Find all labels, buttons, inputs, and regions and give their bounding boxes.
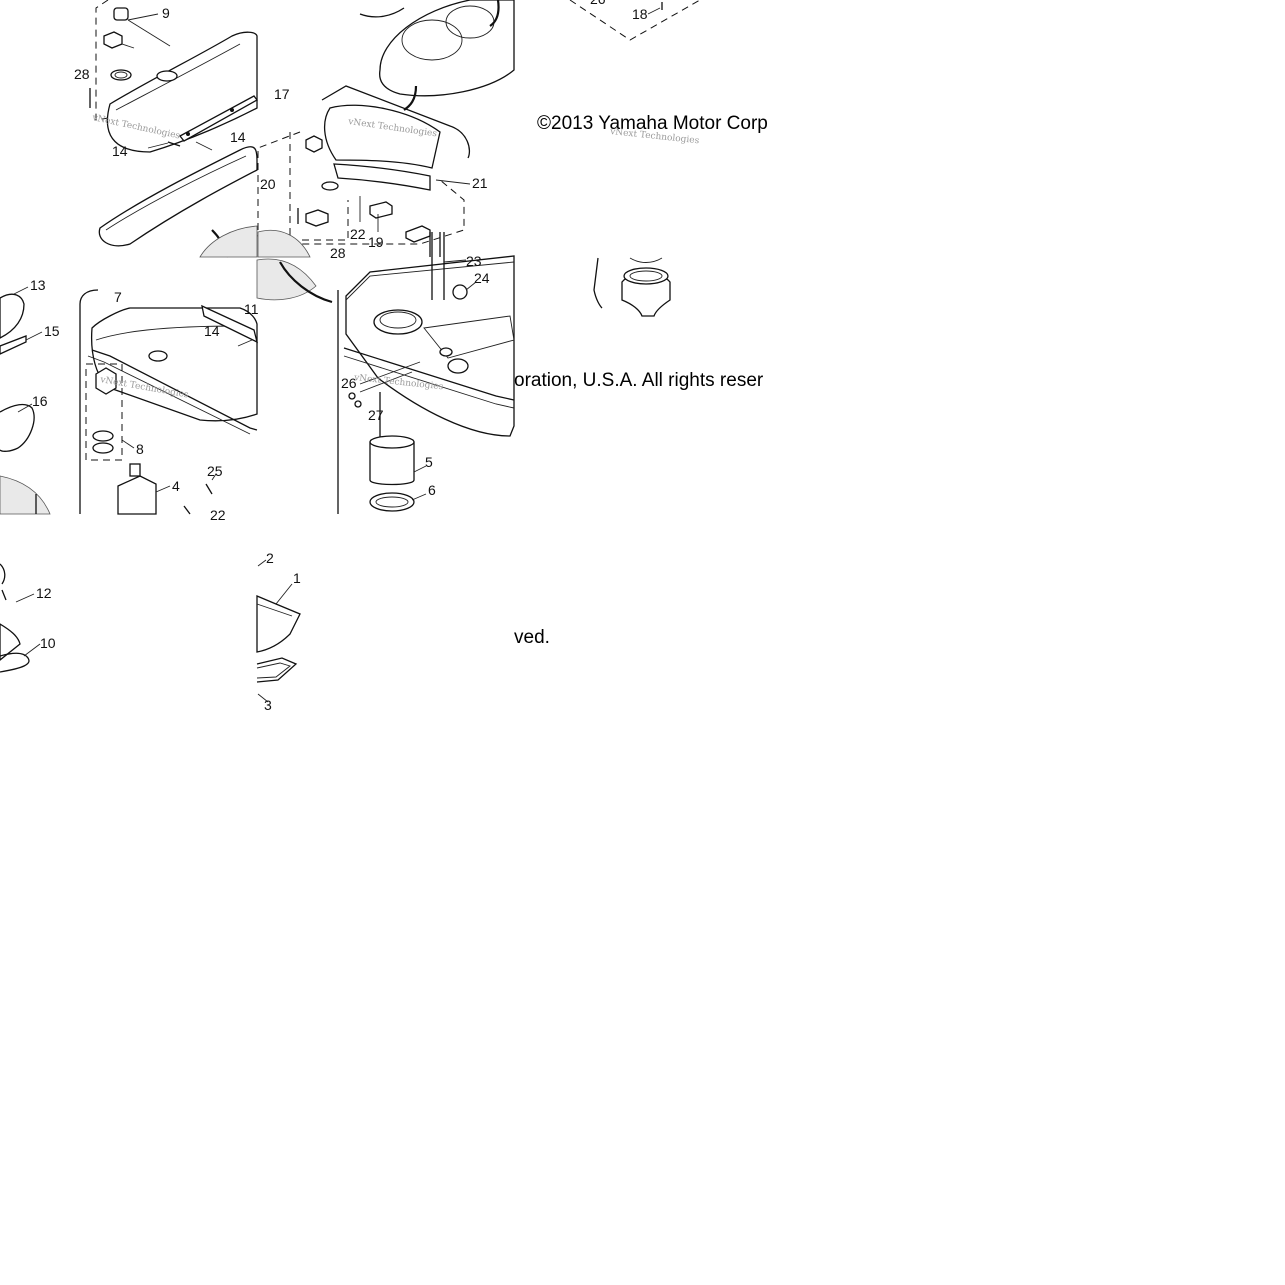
storage-tray [345,255,515,437]
screw-part [205,483,213,495]
latch-part [369,201,393,219]
hull-fragment [256,258,317,301]
callout-14: 14 [230,129,246,145]
callout-25: 25 [207,463,223,479]
callout-9: 9 [162,5,170,21]
callout-14: 14 [204,323,220,339]
outline-bracket [321,85,471,159]
seal-ring [0,403,35,452]
drain-cylinder [369,441,415,486]
callout-22: 22 [350,226,366,242]
callout-12: 12 [36,585,52,601]
callout-24: 24 [474,270,490,286]
tile-copyright-middle [593,257,671,317]
tile-cover-lid: vNext Technologies [89,0,258,258]
tile-storage-lid-front: vNext Technologies [257,0,515,258]
callout-13: 13 [30,277,46,293]
screw-part [1,589,7,601]
hose-clamp [369,492,415,512]
latch-part [305,209,329,227]
callout-19: 19 [368,234,384,250]
callout-18: 18 [632,6,648,22]
drain-pump [117,475,157,515]
tray-fragment [0,623,21,661]
callout-1: 1 [293,570,301,586]
tile-copyright-top [569,0,701,41]
callout-20: 20 [260,176,276,192]
copyright-line-2: oration, U.S.A. All rights reser [514,370,764,391]
callout-17: 17 [274,86,290,102]
callout-7: 7 [114,289,122,305]
dashed-group-outline [95,0,109,121]
latch-part [405,225,431,243]
lid-gasket [333,163,431,191]
screw-part [348,392,356,400]
dashed-group-outline [569,0,701,41]
callout-5: 5 [425,454,433,470]
callout-11: 11 [244,301,259,317]
lid-fragment [0,293,25,339]
glove-box-lid [324,104,441,169]
outline-bracket [79,289,99,514]
callout-22: 22 [210,507,226,523]
knob-part [113,7,129,21]
callout-4: 4 [172,478,180,494]
callout-21: 21 [472,175,488,191]
hull-top-view [379,0,515,97]
knob-part [305,135,323,153]
cup-holder [373,309,423,335]
hinge-bar [0,335,27,355]
copyright-line-1: ©2013 Yamaha Motor Corp [537,113,768,134]
callout-14: 14 [112,143,128,159]
pump-tab [129,463,141,477]
dashed-group-outline [257,131,465,245]
callout-16: 16 [32,393,48,409]
grommet-part [92,430,114,442]
tile-tray-left [0,563,41,673]
callout-23: 23 [466,253,482,269]
lid-hole [148,350,168,362]
callout-26: 26 [590,0,606,7]
lid-panel [106,31,258,153]
callout-28: 28 [330,245,346,261]
hinge-bar [179,95,258,142]
callout-2: 2 [266,550,274,566]
callout-26: 26 [341,375,357,391]
callout-28: 28 [74,66,90,82]
tile-storage-tray: vNext Technologies [256,232,515,514]
seal-ring [98,146,258,247]
washer-part [321,181,339,191]
lid-hole [156,70,178,82]
copyright-line-3: ved. [514,627,550,648]
callout-8: 8 [136,441,144,457]
tile-storage-compartment: vNext Technologies [0,286,258,515]
tray-gasket [256,657,298,683]
grommet-part [110,69,132,81]
dashed-group-outline [85,363,123,461]
callout-10: 10 [40,635,56,651]
clip-part [103,31,123,49]
hinge-bar [201,304,258,344]
tray-body [256,595,301,653]
callout-6: 6 [428,482,436,498]
lock-cylinder [95,367,117,395]
callout-3: 3 [264,697,272,713]
outline-bracket [593,257,603,309]
tile-tray-bottom [256,559,301,703]
grommet-part [452,284,468,300]
seal-ring [0,652,30,673]
callout-15: 15 [44,323,60,339]
callout-27: 27 [368,407,384,423]
